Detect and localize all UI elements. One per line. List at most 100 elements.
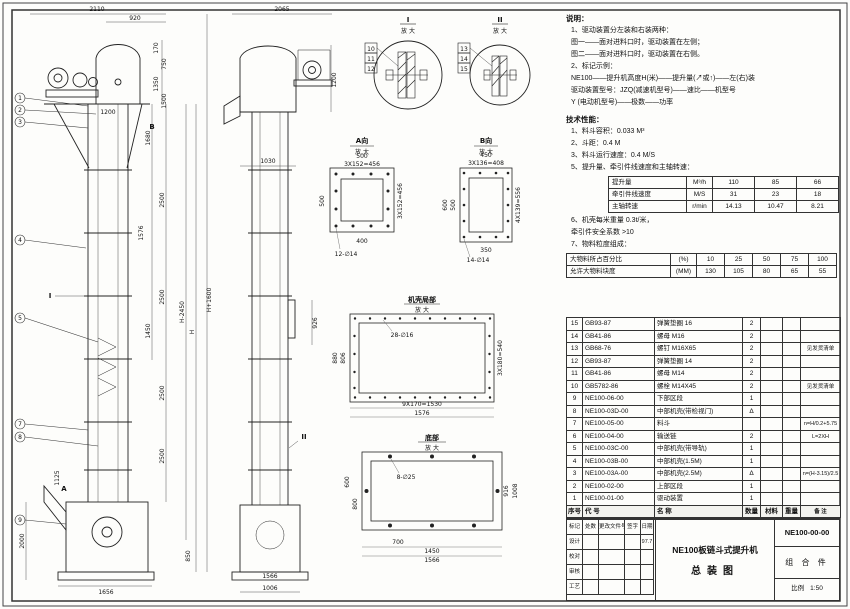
dim-label: 500 (356, 153, 368, 160)
note-line: 2、标记示例： (566, 61, 840, 73)
cell: 110 (713, 177, 755, 189)
cell: 螺母 M16 (655, 330, 743, 343)
cell: GB93-87 (583, 355, 655, 368)
detail-mark-i: I (49, 292, 52, 300)
dim-label: H (189, 330, 196, 335)
revision-row: 校对 (567, 550, 654, 565)
dim-label: 4X139=556 (515, 187, 522, 223)
balloon-number: 7 (18, 421, 22, 428)
cell: 13 (567, 343, 583, 356)
cell: 见发货清单 (801, 380, 841, 393)
cell: n=(H-3.15)/2.5 (801, 468, 841, 481)
cell: 3 (567, 468, 583, 481)
dim-label: 1656 (98, 589, 113, 596)
cell (801, 330, 841, 343)
cell: 130 (697, 266, 725, 278)
balloon-number: 15 (460, 66, 468, 73)
cell (761, 355, 783, 368)
cell: NE100-03D-00 (583, 405, 655, 418)
cell: 7 (567, 418, 583, 431)
cell: GB41-86 (583, 330, 655, 343)
cell: NE100-01-00 (583, 493, 655, 506)
casing-detail-title: 机壳局部 (408, 295, 436, 304)
cell: 10 (567, 380, 583, 393)
balloon-number: 2 (18, 107, 22, 114)
cell: GB41-86 (583, 368, 655, 381)
hole-callout: 28-∅16 (391, 332, 414, 339)
detail-I: I 放 大 10 11 12 (364, 16, 443, 110)
cell (641, 550, 654, 565)
cell (625, 550, 641, 565)
cell: M³/h (687, 177, 713, 189)
cell (641, 580, 654, 595)
cell (783, 368, 801, 381)
front-view-dims: 2110 920 170 750 1350 1500 1200 1680 250… (19, 6, 213, 596)
mark-leaders (55, 295, 299, 449)
dim-label: 2110 (89, 6, 104, 13)
dim-label: 2500 (159, 385, 166, 400)
cell (761, 430, 783, 443)
cell: 7、物料粒度组成： (571, 241, 631, 248)
cell: 2 (743, 380, 761, 393)
dim-label: H-2450 (179, 301, 186, 323)
cell (599, 580, 625, 595)
cell: 1 (567, 493, 583, 506)
dim-label: 920 (129, 15, 141, 22)
balloon-number: 11 (367, 56, 375, 63)
cell: 6、机壳每米重量 0.3t/米， (571, 217, 654, 224)
cell: 大物料所占百分比 (567, 254, 671, 266)
cell (801, 480, 841, 493)
cell: 数量 (743, 505, 761, 518)
detail-i-subtitle: 放 大 (401, 27, 415, 35)
side-view-dim-lines (232, 13, 332, 593)
elevator-front-view (43, 44, 155, 581)
cell: 名 称 (655, 505, 743, 518)
view-b-detail: B向 放 大 450 3X136=408 600 500 4X139=556 3… (442, 136, 522, 264)
cell (583, 535, 599, 550)
scale-value: 1:50 (810, 585, 823, 592)
cell (761, 393, 783, 406)
cell: 5 (567, 443, 583, 456)
note-line: NE100——提升机高度H(米)——提升量(↗或↑)——左(右)装 (566, 73, 840, 85)
cell (783, 455, 801, 468)
tech-line: 3、料斗运行速度：0.4 M/S (566, 150, 840, 162)
section-marks: B A I II (49, 123, 307, 493)
notes-title: 说明： (566, 14, 589, 23)
cell: 65 (781, 266, 809, 278)
cell: 螺母 M14 (655, 368, 743, 381)
detail-ii-subtitle: 放 大 (493, 27, 507, 35)
dim-label: 1030 (260, 158, 275, 165)
cell (783, 343, 801, 356)
cell: r/min (687, 201, 713, 213)
cell: 代 号 (583, 505, 655, 518)
cell: NE100——提升机高度H(米)——提升量(↗或↑)——左(右)装 (571, 75, 755, 82)
dim-label: 1200 (100, 109, 115, 116)
tech-title: 技术性能： (566, 115, 604, 124)
view-b-subtitle: 放 大 (479, 148, 493, 156)
cell: 中部机壳(带检视门) (655, 405, 743, 418)
cell: 材料 (761, 505, 783, 518)
view-a-subtitle: 放 大 (355, 148, 369, 156)
drawing-name-block: NE100板链斗式提升机 总装图 (656, 520, 775, 600)
cell: 55 (809, 266, 837, 278)
cell (761, 455, 783, 468)
cell: 10.47 (755, 201, 797, 213)
cell: 4 (567, 455, 583, 468)
view-a-detail: A向 放 大 500 3X152=456 500 3X152=456 400 1… (319, 136, 404, 258)
drawing-number: NE100-00-00 (775, 520, 839, 547)
note-line: 1、驱动装置分左装和右装两种： (566, 25, 840, 37)
cell (761, 380, 783, 393)
balloon-number: 3 (18, 119, 22, 126)
cell: 处数 (583, 520, 599, 535)
